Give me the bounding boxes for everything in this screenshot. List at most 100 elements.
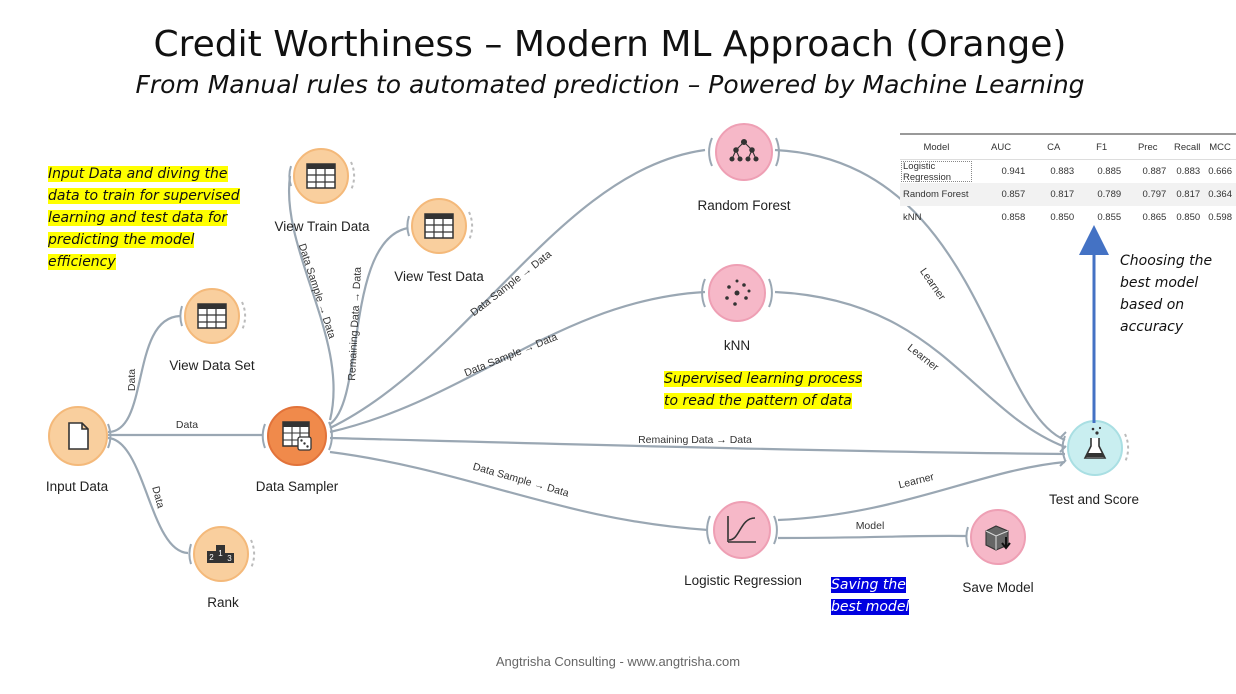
edge-input-rank[interactable] xyxy=(107,436,189,555)
podium-icon: 2 1 3 xyxy=(207,545,234,563)
slide-title: Credit Worthiness – Modern ML Approach (… xyxy=(153,24,1067,65)
cell-f1: 0.885 xyxy=(1097,166,1122,177)
flask-icon xyxy=(1083,426,1107,459)
col-header-mcc[interactable]: MCC xyxy=(1204,133,1236,160)
edge-label-learner-knn: Learner xyxy=(905,342,941,374)
edge-sampler-test[interactable] xyxy=(329,226,409,425)
node-label-view-train-data: View Train Data xyxy=(274,219,370,234)
node-view-train-data[interactable] xyxy=(288,148,356,204)
node-label-view-data-set: View Data Set xyxy=(169,358,255,373)
table-row[interactable]: Logistic Regression 0.941 0.883 0.885 0.… xyxy=(900,160,1236,184)
edge-rf-score[interactable] xyxy=(774,148,1066,442)
node-knn[interactable] xyxy=(701,264,773,322)
edge-sampler-train[interactable] xyxy=(287,175,335,421)
table-row[interactable]: kNN 0.858 0.850 0.855 0.865 0.850 0.598 xyxy=(900,206,1236,229)
node-view-data-set[interactable] xyxy=(179,288,247,344)
col-header-model[interactable]: Model xyxy=(900,133,973,160)
edge-sampler-knn[interactable] xyxy=(329,290,706,434)
edge-label-learner-lr: Learner xyxy=(897,471,936,492)
table-icon xyxy=(306,163,336,189)
cell-ca: 0.883 xyxy=(1050,166,1075,177)
col-header-ca[interactable]: CA xyxy=(1029,133,1079,160)
node-logistic-regression[interactable] xyxy=(706,501,778,559)
tree-icon xyxy=(729,138,759,162)
edge-label-sample-train: Data Sample → Data xyxy=(296,242,338,340)
node-label-random-forest: Random Forest xyxy=(697,198,790,213)
node-label-rank: Rank xyxy=(207,595,239,610)
note-line: Supervised learning process xyxy=(664,371,863,387)
box-download-icon xyxy=(985,525,1011,551)
cell-model: Random Forest xyxy=(900,183,973,206)
edge-label-remaining-score: Remaining Data → Data xyxy=(638,434,752,446)
col-header-prec[interactable]: Prec xyxy=(1125,133,1171,160)
node-label-logistic-regression: Logistic Regression xyxy=(684,573,802,588)
edge-label-learner-rf: Learner xyxy=(917,266,948,303)
svg-text:3: 3 xyxy=(227,554,232,563)
edge-knn-score[interactable] xyxy=(774,290,1066,449)
cell-mcc: 0.666 xyxy=(1208,166,1232,177)
edge-lr-save[interactable] xyxy=(777,534,967,540)
svg-text:2: 2 xyxy=(209,553,214,562)
edge-label-data-rank: Data xyxy=(149,485,166,510)
node-random-forest[interactable] xyxy=(708,123,780,181)
cell-model: Logistic Regression xyxy=(900,160,973,184)
node-input-data[interactable] xyxy=(48,406,112,466)
node-save-model[interactable] xyxy=(965,509,1026,565)
cell-f1: 0.855 xyxy=(1097,212,1122,223)
cell-f1: 0.789 xyxy=(1078,183,1126,206)
edge-input-view[interactable] xyxy=(107,314,181,434)
node-label-view-test-data: View Test Data xyxy=(394,269,484,284)
cell-ca: 0.850 xyxy=(1050,212,1075,223)
note-supervised-learning: Supervised learning process to read the … xyxy=(664,368,863,412)
table-dice-icon xyxy=(282,421,312,451)
test-score-table: Model AUC CA F1 Prec Recall MCC Logistic… xyxy=(900,133,1236,229)
cell-auc: 0.941 xyxy=(1001,166,1026,177)
node-label-save-model: Save Model xyxy=(962,580,1033,595)
note-line: Choosing the xyxy=(1120,253,1213,269)
node-label-knn: kNN xyxy=(724,338,750,353)
cell-mcc: 0.364 xyxy=(1204,183,1236,206)
node-data-sampler[interactable] xyxy=(261,406,333,466)
node-test-and-score[interactable] xyxy=(1061,420,1130,476)
cell-mcc: 0.598 xyxy=(1208,212,1232,223)
cell-auc: 0.857 xyxy=(972,183,1030,206)
note-input-data: Input Data and diving the data to train … xyxy=(48,163,240,273)
col-header-auc[interactable]: AUC xyxy=(972,133,1030,160)
document-icon xyxy=(68,422,89,450)
table-header-row: Model AUC CA F1 Prec Recall MCC xyxy=(900,133,1236,160)
edge-lr-score[interactable] xyxy=(777,460,1066,522)
node-view-test-data[interactable] xyxy=(406,198,474,254)
cell-recall: 0.883 xyxy=(1176,166,1201,177)
edge-sampler-score[interactable] xyxy=(329,436,1066,456)
note-saving-best-model: Saving the best model xyxy=(831,574,910,618)
edge-sampler-lr[interactable] xyxy=(329,450,709,532)
edge-label-remaining-test: Remaining Data → Data xyxy=(346,267,364,381)
note-choosing-best-model: Choosing the best model based on accurac… xyxy=(1120,250,1212,338)
note-line: Saving the xyxy=(831,577,906,593)
edge-label-sample-knn: Data Sample → Data xyxy=(463,331,560,379)
edge-label-data-view: Data xyxy=(126,369,138,391)
node-label-test-and-score: Test and Score xyxy=(1049,492,1139,507)
table-icon xyxy=(424,213,454,239)
note-line: based on xyxy=(1120,297,1185,313)
note-line: Input Data and diving the xyxy=(48,166,228,182)
edge-label-model: Model xyxy=(856,520,885,532)
dots-cluster-icon xyxy=(725,279,751,306)
table-row[interactable]: Random Forest 0.857 0.817 0.789 0.797 0.… xyxy=(900,183,1236,206)
cell-prec: 0.865 xyxy=(1142,212,1167,223)
slide-subtitle: From Manual rules to automated predictio… xyxy=(135,70,1085,99)
edge-label-data-sampler: Data xyxy=(176,419,198,431)
edge-sampler-rf[interactable] xyxy=(329,148,706,429)
edge-label-sample-lr: Data Sample → Data xyxy=(471,461,570,500)
note-line: best model xyxy=(831,599,910,615)
col-header-recall[interactable]: Recall xyxy=(1170,133,1205,160)
svg-text:1: 1 xyxy=(218,549,223,558)
note-line: data to train for supervised xyxy=(48,188,240,204)
note-line: predicting the model xyxy=(48,232,195,248)
col-header-f1[interactable]: F1 xyxy=(1078,133,1126,160)
note-line: to read the pattern of data xyxy=(664,393,852,409)
node-label-input-data: Input Data xyxy=(46,479,109,494)
node-rank[interactable]: 2 1 3 xyxy=(188,526,256,582)
